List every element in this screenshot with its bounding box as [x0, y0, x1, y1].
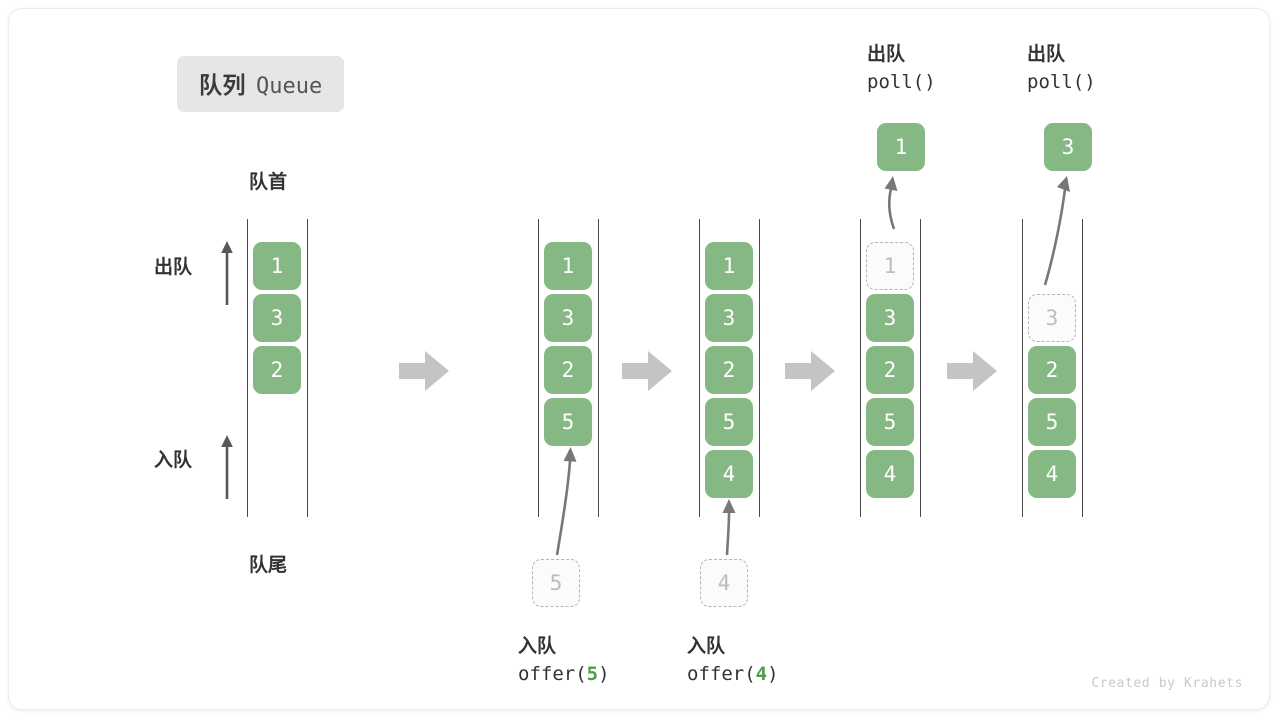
queue-cell: 5 — [705, 398, 753, 446]
curved-arrow-up-icon — [722, 499, 736, 556]
incoming-element-ghost: 4 — [700, 559, 748, 607]
queue-rail-left — [1022, 219, 1023, 517]
title-english: Queue — [256, 74, 323, 99]
operation-call-prefix: offer( — [687, 663, 756, 685]
queue-cell: 5 — [1028, 398, 1076, 446]
arrow-up-icon — [221, 241, 233, 305]
queue-cell: 3 — [253, 294, 301, 342]
queue-rail-right — [920, 219, 921, 517]
queue-cell: 2 — [1028, 346, 1076, 394]
queue-cell: 3 — [544, 294, 592, 342]
dequeue-direction-label: 出队 — [154, 257, 193, 278]
operation-arg: 5 — [586, 663, 599, 685]
polled-element: 1 — [877, 123, 925, 171]
queue-rail-right — [307, 219, 308, 517]
title-chinese: 队列 — [199, 72, 246, 98]
operation-arg: 4 — [755, 663, 768, 685]
arrow-right-icon — [785, 351, 835, 391]
curved-arrow-up-icon — [884, 176, 898, 230]
queue-cell: 1 — [544, 242, 592, 290]
queue-cell: 3 — [705, 294, 753, 342]
queue-cell-removed: 3 — [1028, 294, 1076, 342]
credit-text: Created by Krahets — [1091, 676, 1243, 691]
queue-cell: 3 — [866, 294, 914, 342]
queue-rear-label: 队尾 — [249, 555, 288, 576]
operation-call-suffix: ) — [598, 663, 610, 685]
diagram-title-badge: 队列 Queue — [177, 56, 345, 112]
polled-element: 3 — [1044, 123, 1092, 171]
queue-rail-left — [538, 219, 539, 517]
operation-call: poll() — [867, 71, 936, 93]
queue-rail-left — [247, 219, 248, 517]
operation-caption-offer-5: 入队 offer(5) — [518, 631, 610, 685]
operation-call-prefix: offer( — [518, 663, 587, 685]
queue-rail-right — [598, 219, 599, 517]
curved-arrow-up-icon — [1043, 176, 1070, 286]
arrow-up-icon — [221, 435, 233, 499]
operation-caption-offer-4: 入队 offer(4) — [687, 631, 779, 685]
queue-rail-left — [860, 219, 861, 517]
queue-cell: 5 — [866, 398, 914, 446]
queue-rail-left — [699, 219, 700, 517]
queue-rail-right — [1082, 219, 1083, 517]
queue-cell: 4 — [866, 450, 914, 498]
queue-front-label: 队首 — [249, 172, 288, 193]
curved-arrow-up-icon — [555, 447, 577, 556]
arrow-right-icon — [947, 351, 997, 391]
operation-call: offer(5) — [518, 663, 610, 685]
queue-cell: 4 — [705, 450, 753, 498]
queue-cell: 1 — [705, 242, 753, 290]
queue-cell: 1 — [253, 242, 301, 290]
queue-cell: 2 — [866, 346, 914, 394]
diagram-card: 队列 Queue 队首 队尾 出队 入队 1 3 2 1 3 2 5 5 — [8, 8, 1270, 710]
operation-call-suffix: ) — [767, 663, 779, 685]
arrow-right-icon — [622, 351, 672, 391]
operation-name: 出队 — [867, 44, 906, 65]
incoming-element-ghost: 5 — [532, 559, 580, 607]
operation-call: offer(4) — [687, 663, 779, 685]
operation-name: 入队 — [687, 636, 726, 657]
queue-cell: 2 — [705, 346, 753, 394]
enqueue-direction-label: 入队 — [154, 450, 193, 471]
operation-name: 出队 — [1027, 44, 1066, 65]
queue-cell: 4 — [1028, 450, 1076, 498]
queue-cell: 2 — [544, 346, 592, 394]
arrow-right-icon — [399, 351, 449, 391]
queue-cell: 5 — [544, 398, 592, 446]
operation-caption-poll-3: 出队 poll() — [1027, 39, 1096, 93]
queue-cell: 2 — [253, 346, 301, 394]
operation-call: poll() — [1027, 71, 1096, 93]
queue-rail-right — [759, 219, 760, 517]
operation-caption-poll-1: 出队 poll() — [867, 39, 936, 93]
queue-cell-removed: 1 — [866, 242, 914, 290]
operation-name: 入队 — [518, 636, 557, 657]
